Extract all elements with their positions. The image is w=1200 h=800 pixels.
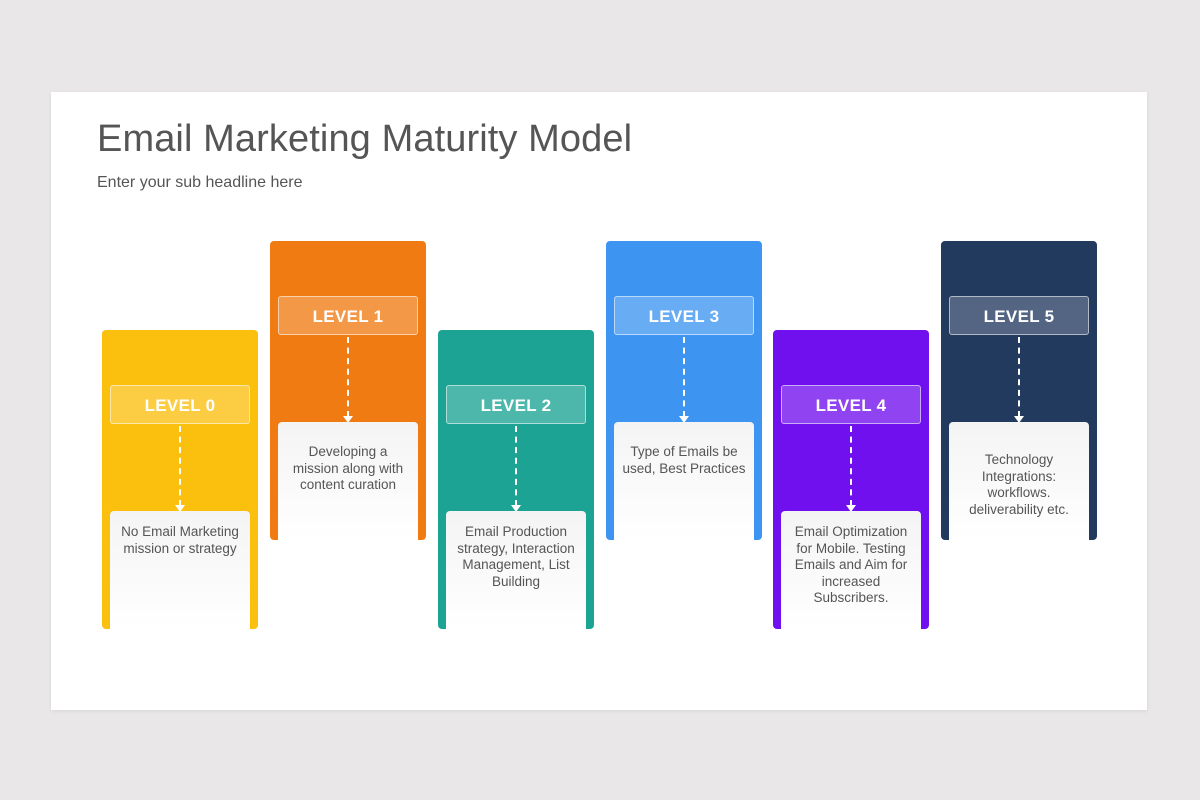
level-2-description-card: Email Production strategy, Interaction M… (446, 511, 586, 629)
slide: Email Marketing Maturity Model Enter you… (51, 92, 1147, 710)
level-2-description: Email Production strategy, Interaction M… (457, 524, 575, 589)
level-0-arrow-icon (175, 505, 185, 512)
level-1-column: LEVEL 1 Developing a mission along with … (270, 241, 426, 540)
level-5-description: Technology Integrations: workflows. deli… (969, 452, 1069, 517)
level-1-arrow-icon (343, 416, 353, 423)
level-3-column: LEVEL 3 Type of Emails be used, Best Pra… (606, 241, 762, 540)
level-0-connector (179, 426, 181, 506)
level-5-arrow-icon (1014, 416, 1024, 423)
level-2-column: LEVEL 2 Email Production strategy, Inter… (438, 330, 594, 629)
level-3-description: Type of Emails be used, Best Practices (622, 444, 746, 476)
level-3-arrow-icon (679, 416, 689, 423)
level-4-column: LEVEL 4 Email Optimization for Mobile. T… (773, 330, 929, 629)
level-0-label: LEVEL 0 (110, 385, 250, 424)
level-5-label: LEVEL 5 (949, 296, 1089, 335)
level-3-connector (683, 337, 685, 417)
level-5-column: LEVEL 5 Technology Integrations: workflo… (941, 241, 1097, 540)
level-4-arrow-icon (846, 505, 856, 512)
page-subtitle: Enter your sub headline here (97, 174, 303, 191)
level-4-label: LEVEL 4 (781, 385, 921, 424)
level-1-description-card: Developing a mission along with content … (278, 422, 418, 540)
level-2-arrow-icon (511, 505, 521, 512)
level-1-label: LEVEL 1 (278, 296, 418, 335)
level-2-label: LEVEL 2 (446, 385, 586, 424)
level-3-description-card: Type of Emails be used, Best Practices (614, 422, 754, 540)
level-3-label: LEVEL 3 (614, 296, 754, 335)
level-0-description-card: No Email Marketing mission or strategy (110, 511, 250, 629)
level-0-description: No Email Marketing mission or strategy (121, 524, 239, 556)
level-4-description-card: Email Optimization for Mobile. Testing E… (781, 511, 921, 629)
level-1-description: Developing a mission along with content … (292, 444, 404, 492)
level-1-connector (347, 337, 349, 417)
level-0-column: LEVEL 0 No Email Marketing mission or st… (102, 330, 258, 629)
level-2-connector (515, 426, 517, 506)
level-5-connector (1018, 337, 1020, 417)
level-4-description: Email Optimization for Mobile. Testing E… (794, 524, 908, 605)
level-4-connector (850, 426, 852, 506)
page-title: Email Marketing Maturity Model (97, 118, 633, 160)
level-5-description-card: Technology Integrations: workflows. deli… (949, 422, 1089, 540)
